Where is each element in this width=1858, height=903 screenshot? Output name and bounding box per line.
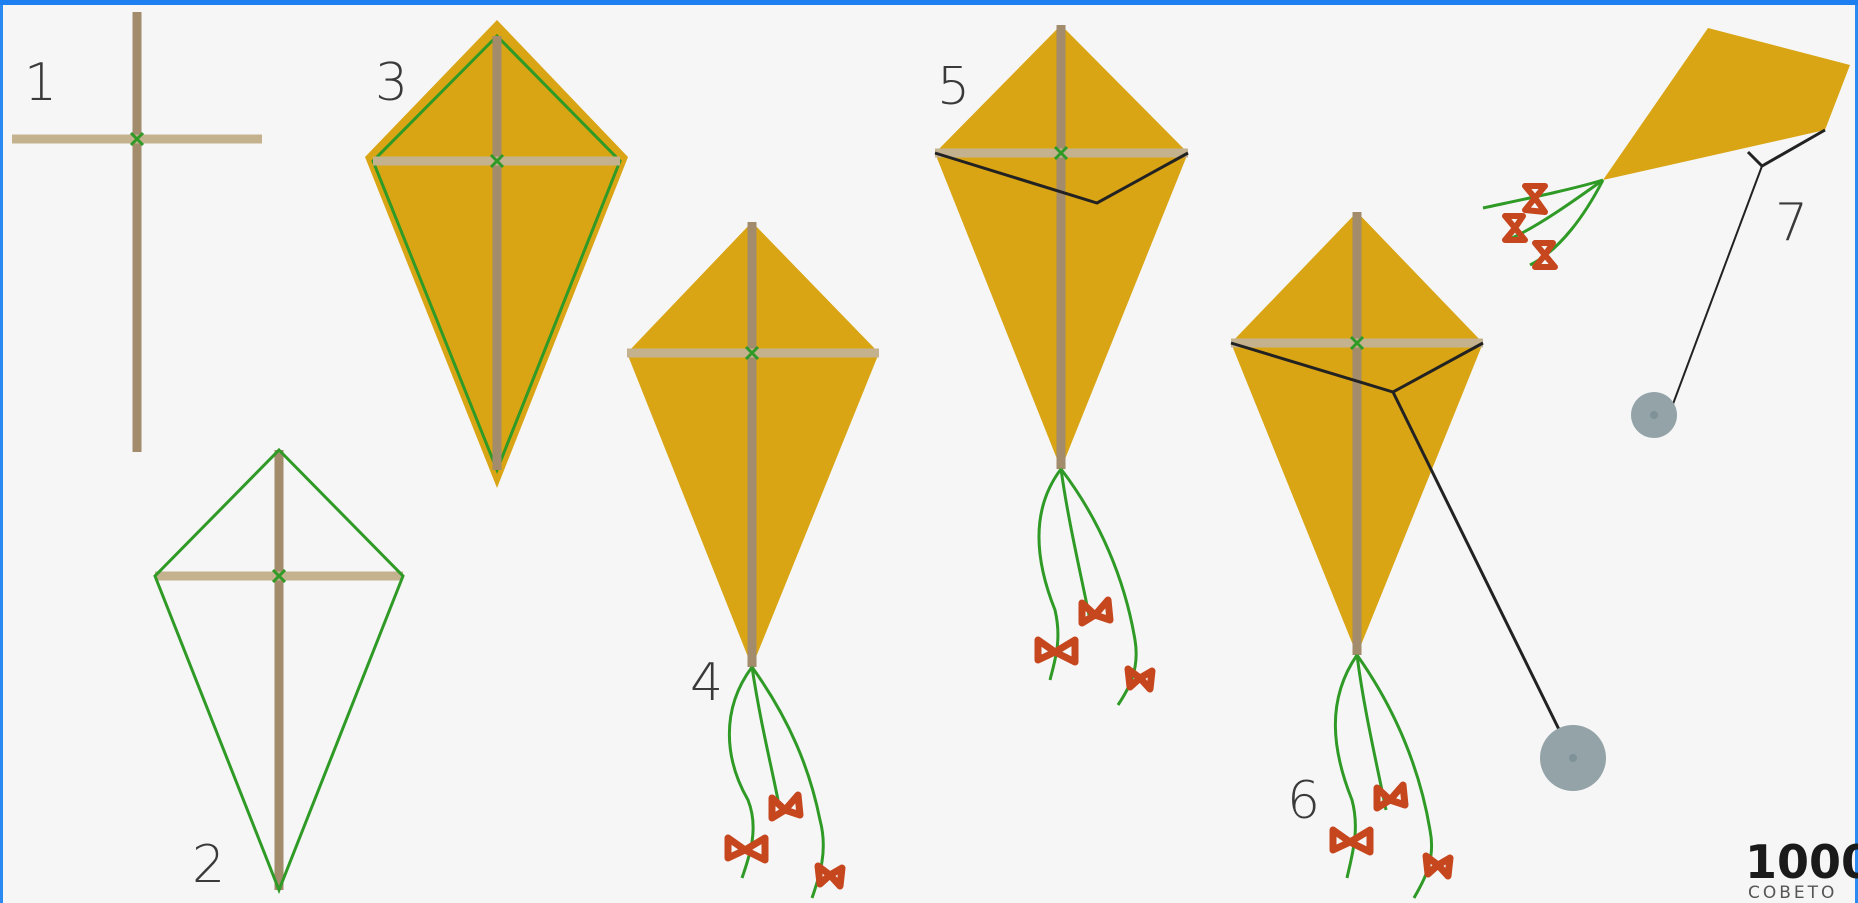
- step-number-1: 1: [24, 53, 57, 113]
- kite-tail: [1333, 654, 1434, 899]
- tie-knot-icon: [271, 568, 287, 584]
- bridle-string: [934, 151, 1189, 205]
- tie-knot-icon: [1053, 145, 1069, 161]
- step-number-6: 6: [1287, 771, 1320, 831]
- step-number-7: 7: [1775, 193, 1808, 253]
- tie-knot-icon: [489, 153, 505, 169]
- tie-knot-icon: [744, 345, 760, 361]
- bow-icon: [1329, 781, 1454, 880]
- step-7-kite-flying: [1482, 28, 1850, 438]
- svg-text:COBETO: COBETO: [1748, 883, 1837, 903]
- step-2-string-frame: [153, 447, 405, 895]
- bow-icon: [1034, 596, 1156, 693]
- step-5-kite-with-bridle: [934, 25, 1189, 706]
- brand-logo: 1000 COBETO: [1745, 835, 1858, 903]
- step-number-4: 4: [690, 653, 723, 713]
- flying-line: [1391, 391, 1575, 759]
- step-6-kite-with-line: [1230, 212, 1606, 899]
- spool-icon: [1631, 392, 1677, 438]
- step-1-cross-sticks: [12, 12, 262, 452]
- tie-knot-icon: [1349, 335, 1365, 351]
- flying-line: [1669, 165, 1763, 413]
- tie-knot-icon: [129, 131, 145, 147]
- string-outline: [153, 447, 405, 895]
- bow-icon: [1502, 183, 1558, 270]
- step-number-2: 2: [192, 835, 225, 895]
- kite-sail: [1603, 28, 1850, 180]
- step-number-3: 3: [375, 53, 408, 113]
- kite-tail: [727, 666, 825, 899]
- kite-tail: [1037, 468, 1138, 706]
- step-number-5: 5: [937, 57, 970, 117]
- step-4-kite-with-tail: [627, 222, 879, 899]
- spool-icon: [1540, 725, 1606, 791]
- svg-text:1000: 1000: [1745, 835, 1858, 889]
- step-3-covered-kite: [365, 20, 628, 488]
- bow-icon: [724, 791, 846, 890]
